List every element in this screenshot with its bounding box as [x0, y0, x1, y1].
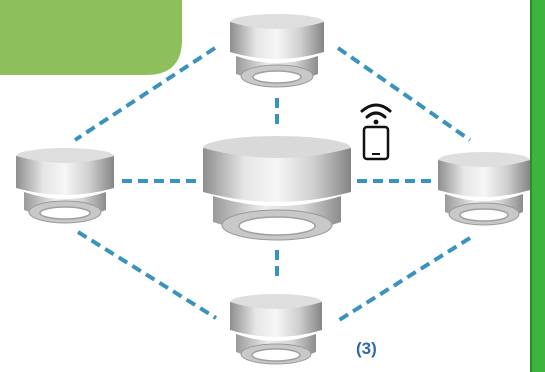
step-number-label: (3) [356, 339, 377, 358]
right-bar-border [530, 0, 532, 372]
link-top-left [73, 46, 217, 142]
right-green-bar [531, 0, 545, 372]
dashed-links [73, 46, 472, 324]
device-right [438, 152, 530, 226]
link-top-right [336, 46, 472, 142]
link-right-bottom [334, 236, 472, 324]
wifi-icon [360, 103, 392, 125]
device-left [16, 148, 114, 224]
link-left-bottom [76, 230, 218, 320]
smartphone-icon [362, 125, 390, 161]
device-bottom [230, 294, 322, 365]
device-top [230, 14, 324, 88]
green-corner-panel [0, 0, 182, 75]
device-center [203, 136, 351, 241]
